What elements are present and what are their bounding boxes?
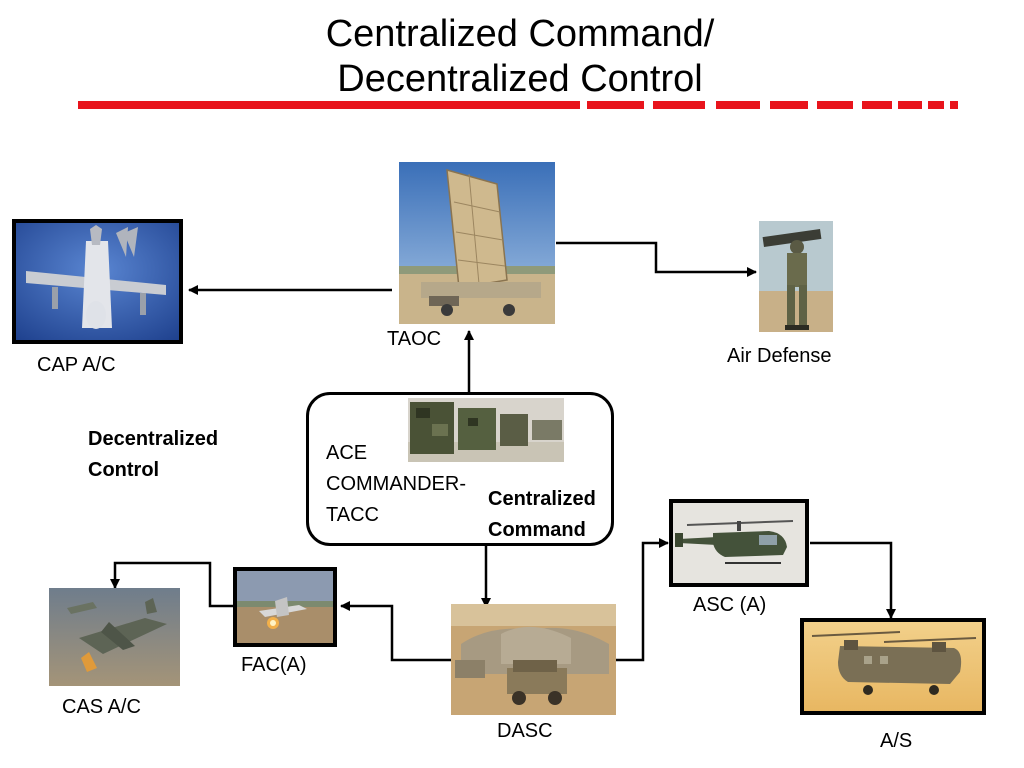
chinook-helicopter-icon <box>804 622 982 711</box>
as-label: A/S <box>880 730 913 752</box>
fighter-jet-icon <box>16 223 179 340</box>
cas-label: CAS A/C <box>62 696 141 718</box>
harrier-jets-icon <box>49 588 180 686</box>
cap-image <box>12 219 183 344</box>
air-defense-label: Air Defense <box>727 345 832 367</box>
asc-image <box>669 499 809 587</box>
centralized-line-1: Centralized <box>488 488 596 510</box>
soldier-missile-icon <box>759 221 833 332</box>
decentralized-control-note: Decentralized Control <box>88 424 218 486</box>
command-label: ACE COMMANDER- TACC <box>326 438 466 531</box>
dasc-image <box>451 604 616 715</box>
radar-antenna-icon <box>399 162 555 324</box>
command-label-line-3: TACC <box>326 504 379 526</box>
cas-image <box>49 588 180 686</box>
arrow-fac-to-cas <box>110 561 233 608</box>
centralized-line-2: Command <box>488 519 586 541</box>
fac-label: FAC(A) <box>241 654 307 676</box>
decentralized-line-1: Decentralized <box>88 428 219 450</box>
title-line-1: Centralized Command/ <box>325 13 715 55</box>
air-defense-image <box>759 221 833 332</box>
dasc-label: DASC <box>497 720 553 742</box>
taoc-label: TAOC <box>387 328 442 350</box>
title-underline <box>78 101 958 109</box>
title-line-2: Decentralized Control <box>337 58 703 100</box>
fac-image <box>233 567 337 647</box>
slide-title: Centralized Command/ Decentralized Contr… <box>0 12 1024 102</box>
decentralized-line-2: Control <box>88 459 160 481</box>
centralized-command-note: Centralized Command <box>488 484 596 546</box>
asc-label: ASC (A) <box>693 594 767 616</box>
as-image <box>800 618 986 715</box>
command-label-line-2: COMMANDER- <box>326 473 466 495</box>
cap-label: CAP A/C <box>37 354 116 376</box>
command-shelters-icon <box>408 398 564 462</box>
command-label-line-1: ACE <box>326 442 368 464</box>
arrow-dasc-to-fac <box>340 601 451 662</box>
aircraft-desert-icon <box>237 571 333 643</box>
taoc-image <box>399 162 555 324</box>
helicopter-icon <box>673 503 805 583</box>
arrow-asc-to-as <box>810 541 896 619</box>
arrow-taoc-to-air-defense <box>556 241 757 277</box>
camouflaged-vehicles-icon <box>451 604 616 715</box>
arrow-dasc-to-asc <box>616 538 669 662</box>
command-image <box>408 398 564 462</box>
